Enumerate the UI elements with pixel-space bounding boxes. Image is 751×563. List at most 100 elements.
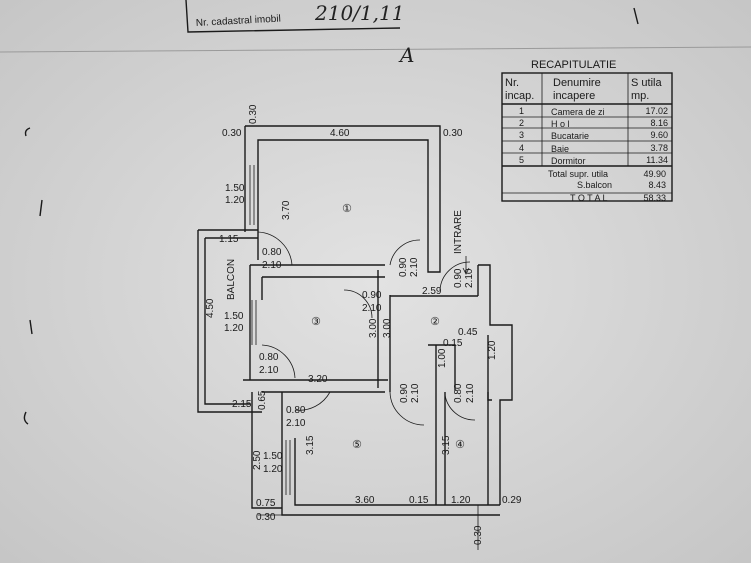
row-nr: 2 (519, 118, 524, 128)
table-row: 1 Camera de zi 17.02 (519, 106, 668, 117)
dim-label: 1.50 (225, 183, 245, 194)
summary-table: RECAPITULATIE Nr. incap. Denumire incape… (501, 59, 673, 203)
binder-marks (23, 7, 639, 425)
door-swings (257, 231, 476, 426)
table-row: 3 Bucatarie 9.60 (519, 130, 668, 141)
summary-title: RECAPITULATIE (531, 59, 616, 71)
dim-label: 3.70 (281, 200, 292, 220)
balcony-value: 8.43 (648, 180, 666, 190)
dim-label: 0.90 (398, 257, 409, 277)
handwritten-mark: A (398, 43, 414, 67)
dim-label: 2.10 (464, 268, 475, 288)
row-name: Dormitor (551, 156, 586, 166)
dim-label: 1.20 (451, 495, 471, 506)
dim-label: 1.00 (437, 348, 448, 368)
row-area: 8.16 (650, 118, 668, 128)
col-area-header: S utila (631, 77, 662, 89)
row-name: H o l (551, 119, 570, 129)
row-nr: 1 (519, 106, 524, 116)
dim-label: 0.15 (409, 495, 429, 506)
dim-label: 0.90 (453, 268, 464, 288)
dim-label: 0.80 (262, 247, 282, 258)
row-nr: 4 (519, 143, 524, 153)
stamp-label: Nr. cadastral imobil (196, 14, 281, 29)
room-5-label: ⑤ (352, 438, 362, 451)
dim-label: 0.30 (248, 104, 259, 124)
dim-label: 1.50 (263, 451, 283, 462)
total-util-label: Total supr. utila (548, 169, 608, 179)
walls (197, 125, 513, 550)
total-value: 58.33 (643, 193, 666, 203)
dim-label: 2.10 (259, 365, 279, 376)
dim-label: 2.10 (409, 257, 420, 277)
room-1-label: ① (342, 202, 352, 215)
total-label: T O T A L (570, 193, 608, 203)
dim-label: 0.75 (256, 498, 276, 509)
dim-label: 0.30 (473, 525, 484, 545)
row-name: Camera de zi (551, 107, 605, 117)
balcony-label: S.balcon (577, 180, 612, 190)
dim-label: 0.45 (458, 327, 478, 338)
dim-label: 1.20 (487, 340, 498, 360)
row-name: Bucatarie (551, 131, 589, 141)
dim-label: 0.90 (399, 383, 410, 403)
dim-label: 3.15 (441, 435, 452, 455)
dim-label: 0.80 (259, 352, 279, 363)
row-nr: 5 (519, 155, 524, 165)
row-area: 17.02 (645, 106, 668, 116)
dim-label: 0.90 (362, 290, 382, 301)
dim-label: 2.59 (422, 286, 442, 297)
dim-label: 1.15 (219, 234, 239, 245)
cadastral-number: 210/1,11 (314, 1, 404, 25)
dim-label: 2.10 (286, 418, 306, 429)
dim-label: 2.50 (252, 450, 263, 470)
room-4-label: ④ (455, 438, 465, 451)
dim-label: 0.30 (256, 512, 276, 523)
balcony-label: BALCON (226, 259, 237, 300)
dim-label: 3.00 (368, 318, 379, 338)
room-labels: ① ② ③ ④ ⑤ BALCON INTRARE (226, 202, 470, 451)
dim-label: 4.60 (330, 128, 350, 139)
dim-label: 0.80 (286, 405, 306, 416)
col-name-header-2: incapere (553, 90, 595, 102)
dim-label: 3.20 (308, 374, 328, 385)
dim-label: 1.20 (263, 464, 283, 475)
row-area: 11.34 (646, 155, 668, 165)
dim-label: 0.30 (443, 128, 463, 139)
col-area-header-2: mp. (631, 90, 649, 102)
entrance-arrow-icon (462, 256, 470, 275)
dim-label: 2.10 (362, 303, 382, 314)
row-name: Baie (551, 144, 569, 154)
dim-label: 0.80 (453, 383, 464, 403)
table-row: 5 Dormitor 11.34 (519, 155, 668, 166)
col-name-header: Denumire (553, 77, 601, 89)
table-row: 2 H o l 8.16 (519, 118, 668, 129)
dim-label: 3.60 (355, 495, 375, 506)
dim-label: 2.10 (410, 383, 421, 403)
dim-label: 0.65 (257, 390, 268, 410)
dim-label: 0.30 (222, 128, 242, 139)
dim-label: 1.20 (224, 323, 244, 334)
room-3-label: ③ (311, 315, 321, 328)
room-2-label: ② (430, 315, 440, 328)
dim-label: 1.20 (225, 195, 245, 206)
page-fold (0, 46, 751, 53)
entrance-label: INTRARE (453, 210, 464, 254)
dim-label: 2.15 (232, 399, 252, 410)
table-row: 4 Baie 3.78 (519, 143, 668, 154)
dim-label: 3.15 (305, 435, 316, 455)
row-area: 9.60 (650, 130, 668, 140)
row-area: 3.78 (650, 143, 668, 153)
dim-label: 2.10 (465, 383, 476, 403)
total-util-value: 49.90 (643, 169, 666, 179)
dimension-labels: 0.30 0.30 4.60 0.30 1.50 1.20 3.70 1.15 … (205, 104, 522, 545)
dim-label: 0.29 (502, 495, 522, 506)
col-nr-header-2: incap. (505, 90, 534, 102)
dim-label: 1.50 (224, 311, 244, 322)
dim-label: 0.15 (443, 338, 463, 349)
col-nr-header: Nr. (505, 77, 519, 89)
dim-label: 4.50 (205, 298, 216, 318)
dim-label: 3.00 (382, 318, 393, 338)
row-nr: 3 (519, 130, 524, 140)
